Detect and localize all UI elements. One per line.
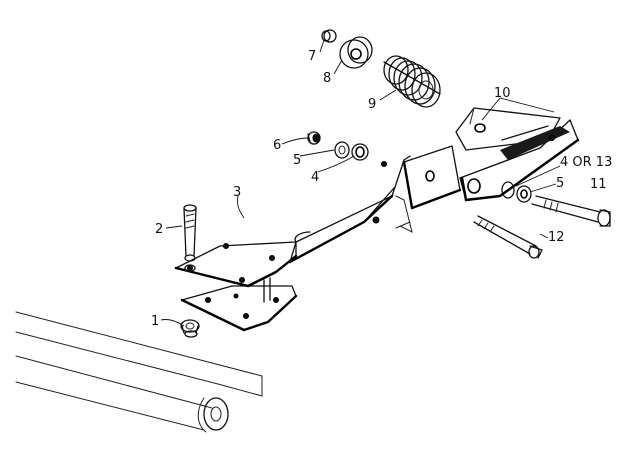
washers-5-4-left (334, 141, 369, 161)
spring-9 (383, 55, 441, 108)
nut-7 (321, 29, 337, 43)
leader-lines (160, 39, 561, 327)
callout-6: 6 (273, 138, 281, 153)
callout-4-or-13: 4 OR 13 (560, 155, 612, 170)
callout-12: 12 (548, 230, 565, 245)
lower-bracket-plate (180, 285, 298, 332)
callout-2: 2 (155, 222, 163, 237)
nut-1 (180, 319, 200, 338)
bolt-11 (531, 195, 611, 227)
bracket-plates-10 (455, 107, 580, 202)
spring-cup-8 (339, 36, 373, 69)
bolt-12 (473, 215, 543, 259)
callout-5-right: 5 (556, 176, 564, 191)
bolt-2 (183, 204, 197, 272)
callout-1: 1 (151, 314, 159, 329)
callout-7: 7 (308, 49, 316, 64)
nut-6 (307, 131, 321, 145)
callout-10: 10 (494, 86, 511, 101)
pivot-arm (288, 155, 411, 264)
callout-11: 11 (590, 177, 607, 192)
callout-9: 9 (368, 97, 376, 112)
callout-8: 8 (323, 71, 331, 86)
washers-right (501, 181, 532, 203)
callout-5-left: 5 (293, 153, 301, 168)
callout-4-left: 4 (311, 170, 319, 185)
frame-rail (15, 311, 263, 433)
callout-3: 3 (233, 185, 241, 200)
pivot-block (395, 145, 462, 233)
